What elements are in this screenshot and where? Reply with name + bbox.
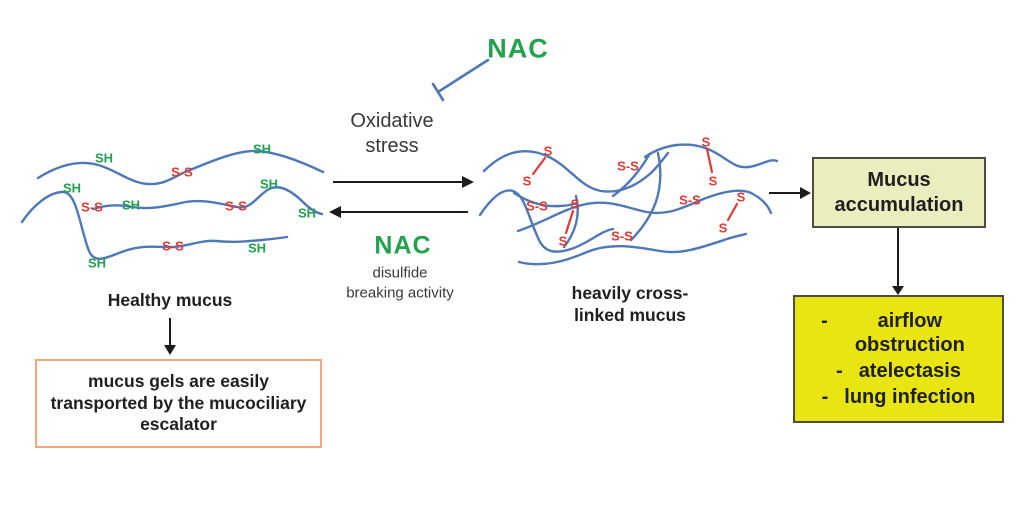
thiol-label: SH: [121, 197, 141, 213]
accumulation-line1: Mucus: [867, 168, 931, 191]
consequences-list: -airflow obstruction -atelectasis -lung in…: [795, 309, 1002, 409]
nac-middle-label: NAC: [374, 231, 432, 260]
disulfide-bond-lines: [531, 147, 739, 235]
thiol-label: SH: [297, 205, 317, 221]
forward-arrow: [333, 176, 474, 188]
sulfur-label: S: [701, 134, 711, 150]
healthy-down-arrow: [164, 318, 176, 355]
sulfur-label: S: [558, 233, 568, 249]
sulfur-label: S: [570, 196, 580, 212]
reverse-arrow: [329, 206, 468, 218]
disulfide-label: S-S: [617, 158, 639, 174]
nac-top-label: NAC: [487, 33, 549, 64]
thiol-label: SH: [94, 150, 114, 166]
disulfide-label: S-S: [526, 198, 548, 214]
sulfur-label: S: [708, 173, 718, 189]
crosslinked-title-line2: linked mucus: [574, 305, 686, 325]
consequences-arrow: [892, 228, 904, 295]
disulfide-label: S-S: [225, 198, 247, 214]
oxidative-stress-line2: stress: [365, 135, 419, 157]
healthy-mucus-title: Healthy mucus: [107, 290, 233, 311]
healthy-mucus-strands: [20, 149, 325, 260]
mucociliary-line3: escalator: [140, 414, 217, 435]
oxidative-stress-line1: Oxidative: [350, 110, 434, 132]
sulfur-label: S: [718, 220, 728, 236]
sulfur-label: S: [543, 143, 553, 159]
nac-activity-line1: disulfide: [372, 264, 428, 282]
sulfur-label: S: [522, 173, 532, 189]
mucus-accumulation-box: Mucus accumulation: [812, 157, 986, 228]
thiol-label: SH: [247, 240, 267, 256]
accumulation-arrow: [769, 187, 811, 199]
crosslinked-mucus-strands: [478, 143, 779, 266]
nac-activity-line2: breaking activity: [346, 284, 454, 302]
thiol-label: SH: [259, 176, 279, 192]
accumulation-line2: accumulation: [834, 193, 964, 216]
disulfide-label: S-S: [679, 192, 701, 208]
mucociliary-box: mucus gels are easily transported by the…: [35, 359, 322, 448]
nac-inhibition-line: [431, 58, 490, 102]
consequence-item: -atelectasis: [836, 360, 961, 382]
disulfide-label: S-S: [162, 238, 184, 254]
crosslinked-title-line1: heavily cross-: [571, 283, 689, 304]
disulfide-label: S-S: [611, 228, 633, 244]
disulfide-label: S-S: [171, 164, 193, 180]
consequence-item: -airflow obstruction: [821, 310, 965, 356]
thiol-label: SH: [252, 141, 272, 157]
sulfur-label: S: [736, 189, 746, 205]
mucociliary-line1: mucus gels are easily: [88, 370, 269, 391]
mucociliary-line2: transported by the mucociliary: [50, 392, 307, 413]
consequences-box: -airflow obstruction -atelectasis -lung in…: [793, 295, 1004, 423]
crosslinked-mucus-title: heavily cross- linked mucus: [572, 283, 689, 327]
consequence-item: -lung infection: [821, 386, 976, 408]
disulfide-label: S-S: [81, 199, 103, 215]
oxidative-stress-label: Oxidative stress: [350, 109, 433, 159]
thiol-label: SH: [87, 255, 107, 271]
thiol-label: SH: [62, 180, 82, 196]
